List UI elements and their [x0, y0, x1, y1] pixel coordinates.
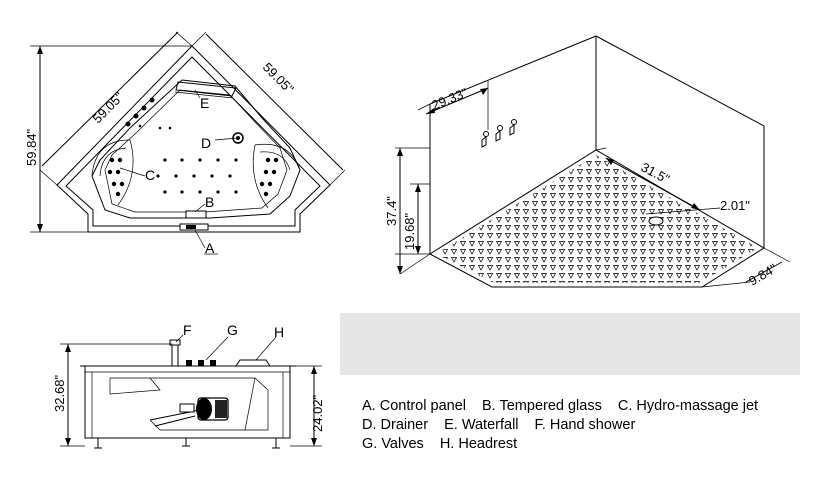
label-d: D — [201, 135, 211, 151]
persp-dim-drain: 2.01" — [720, 198, 750, 213]
label-c: C — [145, 167, 155, 183]
top-dim-height: 59.84" — [24, 128, 39, 166]
perspective-view — [395, 35, 791, 288]
persp-dim-height-tub: 19.68" — [402, 212, 417, 250]
legend-item-e: E. Waterfall — [444, 417, 519, 433]
side-dim-total-height: 32.68" — [52, 374, 67, 412]
persp-dim-wall: 29.33" — [430, 85, 470, 113]
label-a: A — [205, 240, 215, 256]
legend-item-b: B. Tempered glass — [482, 398, 602, 414]
label-b: B — [205, 194, 214, 210]
legend-item-c: C. Hydro-massage jet — [617, 398, 759, 414]
top-dim-right: 59.05" — [260, 60, 297, 97]
legend-item-h: H. Headrest — [439, 436, 518, 452]
label-g: G — [227, 322, 238, 338]
legend-row-2: D. Drainer E. Waterfall F. Hand shower — [362, 416, 770, 435]
top-dim-left: 59.05" — [90, 89, 127, 126]
top-view — [30, 31, 346, 255]
legend-row-1: A. Control panel B. Tempered glass C. Hy… — [362, 397, 770, 416]
legend-item-g: G. Valves — [362, 436, 424, 452]
legend-item-d: D. Drainer — [362, 417, 429, 433]
label-h: H — [274, 324, 284, 340]
legend-item-a: A. Control panel — [362, 398, 466, 414]
persp-dim-depth: 9.84" — [746, 260, 780, 288]
side-view — [60, 334, 322, 449]
legend: A. Control panel B. Tempered glass C. Hy… — [362, 397, 770, 454]
label-e: E — [200, 95, 209, 111]
gray-band — [340, 313, 800, 375]
legend-item-f: F. Hand shower — [534, 417, 636, 433]
label-f: F — [183, 322, 192, 338]
persp-dim-height-total: 37.4" — [384, 196, 399, 226]
legend-row-3: G. Valves H. Headrest — [362, 435, 770, 454]
side-dim-tub-height: 24.02" — [310, 394, 325, 432]
